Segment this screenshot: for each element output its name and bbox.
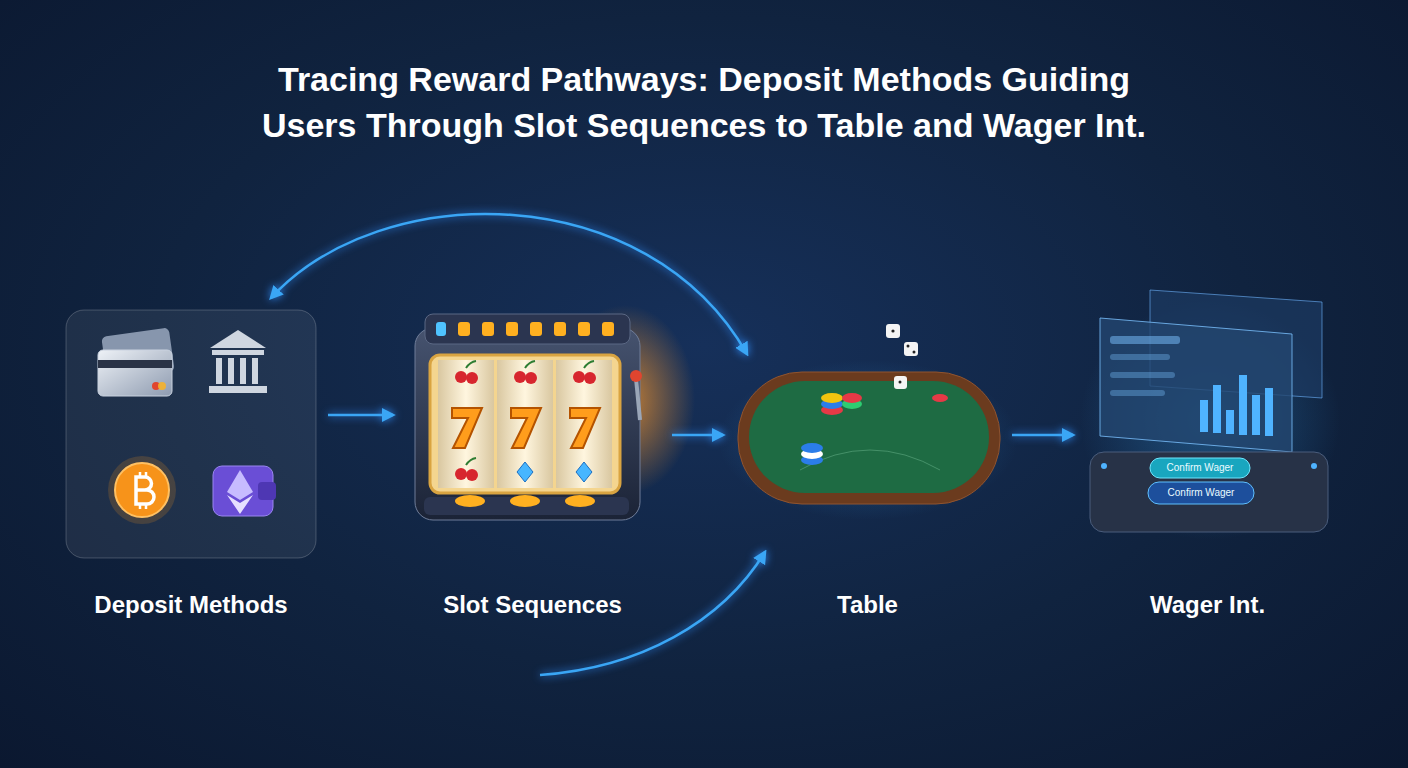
button-label: Confirm Wager (1167, 462, 1234, 474)
table-node: Table (735, 360, 1000, 510)
slot-node: Slot Sequences (405, 310, 660, 520)
node-label: Slot Sequences (443, 590, 622, 620)
flow-arrow (672, 434, 723, 437)
flow-arrow (1012, 434, 1073, 437)
node-label: Table (837, 590, 898, 620)
button-label: Confirm Wager (1168, 487, 1235, 499)
wager-node: Wager Int. (1085, 300, 1330, 545)
diagram-title: Tracing Reward Pathways: Deposit Methods… (54, 56, 1354, 148)
flow-arrow (271, 214, 747, 354)
node-label: Deposit Methods (94, 590, 287, 620)
flow-arrow (328, 414, 393, 417)
deposit-panel: Deposit Methods (66, 310, 316, 558)
node-label: Wager Int. (1150, 590, 1265, 620)
